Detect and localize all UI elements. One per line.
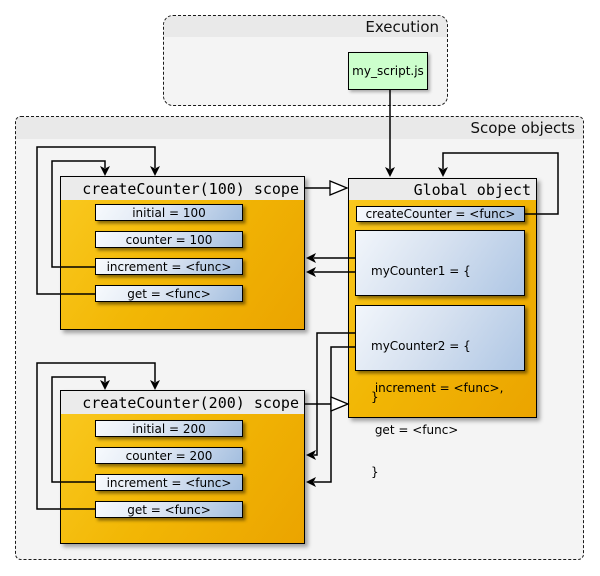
my-script-label: my_script.js bbox=[352, 64, 424, 78]
scope100-header: createCounter(100) scope bbox=[61, 177, 304, 200]
execution-title: Execution bbox=[365, 17, 439, 36]
global-object-title: Global object bbox=[413, 180, 531, 199]
scope200-title: createCounter(200) scope bbox=[82, 393, 299, 412]
mycounter2-line: } bbox=[371, 465, 379, 479]
global-object-header: Global object bbox=[349, 179, 536, 200]
scope-objects-title: Scope objects bbox=[470, 119, 575, 137]
scope200-node: createCounter(200) scope initial = 200 c… bbox=[60, 390, 305, 544]
scope100-row-increment: increment = <func> bbox=[95, 258, 243, 275]
scope100-node: createCounter(100) scope initial = 100 c… bbox=[60, 176, 305, 330]
mycounter1-line: myCounter1 = { bbox=[371, 264, 471, 278]
mycounter2-line: get = <func> bbox=[371, 423, 459, 437]
scope100-title: createCounter(100) scope bbox=[82, 179, 299, 198]
scope100-row-initial: initial = 100 bbox=[95, 204, 243, 221]
global-object-node: Global object createCounter = <func> myC… bbox=[348, 178, 537, 479]
scope-objects-frame-header: Scope objects bbox=[16, 117, 583, 139]
mycounter2-line: increment = <func>, bbox=[371, 381, 504, 395]
scope200-row-increment: increment = <func> bbox=[95, 474, 243, 491]
mycounter2-line: myCounter2 = { bbox=[371, 339, 471, 353]
global-obj-mycounter2: myCounter2 = { increment = <func>, get =… bbox=[355, 305, 525, 479]
scope100-row-get: get = <func> bbox=[95, 285, 243, 302]
my-script-node: my_script.js bbox=[348, 52, 428, 90]
scope200-row-initial: initial = 200 bbox=[95, 420, 243, 437]
scope200-row-get: get = <func> bbox=[95, 501, 243, 518]
scope200-row-counter: counter = 200 bbox=[95, 447, 243, 464]
global-obj-mycounter1: myCounter1 = { increment = <func>, get =… bbox=[355, 230, 525, 404]
global-row-createcounter: createCounter = <func> bbox=[356, 206, 525, 222]
scope100-row-counter: counter = 100 bbox=[95, 231, 243, 248]
scope200-header: createCounter(200) scope bbox=[61, 391, 304, 414]
mycounter1-line: } bbox=[371, 390, 379, 404]
execution-frame-header: Execution bbox=[164, 16, 447, 37]
